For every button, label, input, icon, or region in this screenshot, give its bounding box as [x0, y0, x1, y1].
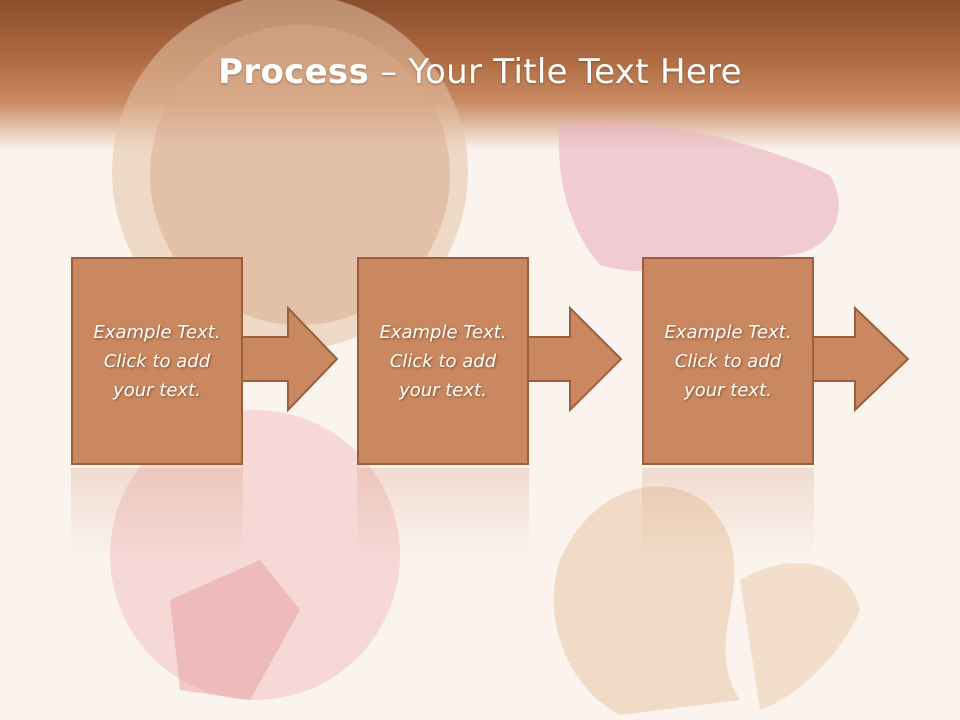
process-step-1-text: Example Text. Click to add your text.	[93, 321, 221, 401]
arrow-right-icon	[813, 306, 910, 413]
process-step-2-text: Example Text. Click to add your text.	[379, 321, 507, 401]
process-step-2[interactable]: Example Text. Click to add your text.	[357, 257, 529, 465]
process-step-1-reflection	[71, 468, 243, 558]
process-step-3-text: Example Text. Click to add your text.	[664, 321, 792, 401]
process-step-1[interactable]: Example Text. Click to add your text.	[71, 257, 243, 465]
slide-title: Process – Your Title Text Here	[0, 52, 960, 92]
title-bold: Process	[218, 52, 370, 92]
title-rest: – Your Title Text Here	[369, 52, 742, 92]
process-step-3[interactable]: Example Text. Click to add your text.	[642, 257, 814, 465]
arrow-right-icon	[242, 306, 339, 413]
process-step-3-reflection	[642, 468, 814, 558]
arrow-right-icon	[528, 306, 623, 413]
process-step-2-reflection	[357, 468, 529, 558]
